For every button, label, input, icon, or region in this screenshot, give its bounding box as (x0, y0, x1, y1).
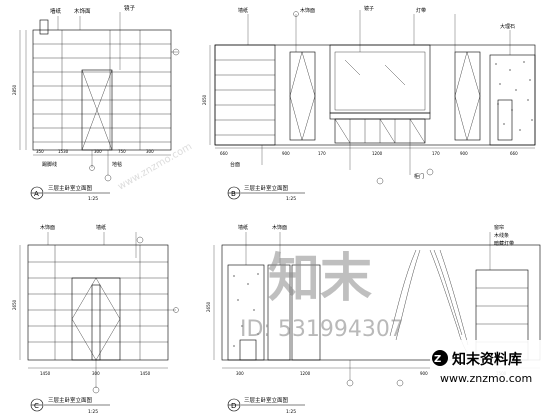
a-title-block: A 三层主卧室立面图 1:25 (30, 184, 110, 202)
d-right-labels: 窗帘 木线条 暗藏灯带 (494, 224, 514, 247)
b-dim-1: 660 (220, 151, 228, 156)
b-label-5: 大理石 (500, 23, 515, 30)
b-dim-7: 660 (510, 151, 518, 156)
d-label-1: 墙纸 (238, 224, 248, 231)
b-label-1: 墙纸 (238, 7, 248, 14)
d-dim-height: 2650 (206, 301, 211, 312)
a-mark: A (34, 190, 39, 198)
c-label-1: 木饰面 (40, 224, 55, 231)
elevation-d: 墙纸 木饰面 窗帘 木线条 暗藏灯带 300 1200 900 1500 265… (206, 224, 541, 415)
d-title-block: D 三层主卧室立面图 1:25 (227, 396, 305, 415)
a-scale: 1:25 (88, 196, 98, 202)
a-dim-4: 750 (118, 149, 126, 154)
elevation-c: 木饰面 墙纸 1450 300 1450 2650 C 三层主卧室立面图 1:2… (12, 224, 179, 415)
d-dim-1: 300 (236, 371, 244, 376)
b-title: 三层主卧室立面图 (244, 184, 289, 192)
c-dim-1: 1450 (40, 371, 51, 376)
a-dim-3: 300 (94, 149, 102, 154)
brand-name: 知末资料库 (452, 351, 522, 368)
d-top-labels: 墙纸 木饰面 (238, 224, 287, 231)
watermark-logo: 知末 (268, 249, 372, 309)
c-dim-values: 1450 300 1450 2650 (12, 299, 151, 376)
brand-logo-icon: Z (432, 350, 448, 366)
b-label-4: 灯带 (416, 7, 426, 14)
a-dim-2: 1530 (58, 149, 69, 154)
b-label-6: 台面 (230, 161, 240, 168)
watermark-id: ID: 531994307 (240, 317, 404, 342)
d-dim-2: 1200 (300, 371, 311, 376)
a-label-3: 镜子 (124, 4, 136, 12)
b-label-3: 镜子 (364, 5, 374, 12)
d-label-3: 窗帘 (494, 224, 504, 231)
b-label-2: 木饰面 (300, 7, 315, 14)
b-top-labels: 墙纸 木饰面 镜子 灯带 大理石 (238, 5, 515, 30)
a-dim-1: 350 (36, 149, 44, 154)
b-title-block: B 三层主卧室立面图 1:25 (227, 184, 305, 202)
a-label-4: 踢脚线 (42, 161, 57, 168)
b-dim-4: 1200 (372, 151, 383, 156)
a-dim-values: 350 1530 300 750 300 2850 (12, 84, 154, 154)
a-label-1: 墙纸 (50, 7, 62, 15)
b-dim-2: 900 (282, 151, 290, 156)
brand-url: www.znzmo.com (440, 372, 532, 385)
d-label-5: 暗藏灯带 (494, 240, 514, 247)
b-dim-5: 170 (432, 151, 440, 156)
b-dim-height: 2650 (202, 94, 207, 105)
watermark-group: 知末 ID: 531994307 www.znzmo.com Z 知末资料库 w… (116, 141, 560, 420)
b-bottom-labels: 台面 柜门 (230, 161, 424, 180)
svg-text:Z: Z (434, 354, 441, 365)
c-top-labels: 木饰面 墙纸 (40, 224, 106, 231)
c-label-2: 墙纸 (96, 224, 106, 231)
a-bottom-labels: 踢脚线 地毯 (42, 161, 122, 168)
c-title: 三层主卧室立面图 (48, 396, 93, 404)
elevation-a: 墙纸 木饰面 镜子 踢脚线 地毯 350 1530 300 750 300 28… (12, 4, 180, 202)
c-dim-height: 2650 (12, 299, 17, 310)
d-title: 三层主卧室立面图 (244, 396, 289, 404)
a-label-2: 木饰面 (74, 7, 91, 15)
c-scale: 1:25 (88, 409, 98, 415)
c-dim-3: 1450 (140, 371, 151, 376)
d-mark: D (231, 402, 236, 410)
d-label-4: 木线条 (494, 232, 509, 239)
b-label-7: 柜门 (414, 173, 424, 180)
a-title: 三层主卧室立面图 (48, 184, 93, 192)
c-title-block: C 三层主卧室立面图 1:25 (30, 396, 110, 415)
a-dim-5: 300 (146, 149, 154, 154)
c-dim-2: 300 (92, 371, 100, 376)
b-dim-values: 660 900 170 1200 170 900 660 2650 (202, 94, 518, 156)
b-mark: B (231, 190, 236, 198)
c-mark: C (34, 402, 39, 410)
d-scale: 1:25 (286, 409, 296, 415)
b-dim-6: 900 (460, 151, 468, 156)
d-dim-3: 900 (420, 371, 428, 376)
d-label-2: 木饰面 (272, 224, 287, 231)
a-dim-height: 2850 (12, 84, 17, 95)
b-dim-3: 170 (318, 151, 326, 156)
b-scale: 1:25 (286, 196, 296, 202)
a-label-5: 地毯 (112, 161, 122, 168)
elevation-b: 墙纸 木饰面 镜子 灯带 大理石 台面 柜门 660 900 170 1200 … (202, 5, 536, 202)
a-top-labels: 墙纸 木饰面 镜子 (50, 4, 136, 15)
